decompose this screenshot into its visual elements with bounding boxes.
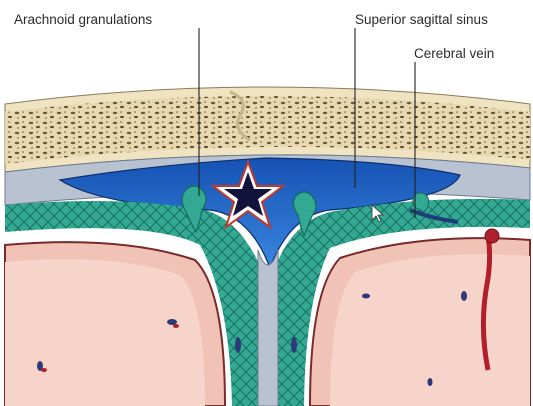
brain-right-hemisphere (310, 238, 530, 406)
falx (258, 250, 278, 406)
brain-left-hemisphere (5, 242, 225, 406)
label-superior-sagittal-sinus: Superior sagittal sinus (355, 12, 488, 27)
label-arachnoid-granulations: Arachnoid granulations (14, 12, 152, 27)
label-cerebral-vein: Cerebral vein (414, 46, 494, 61)
